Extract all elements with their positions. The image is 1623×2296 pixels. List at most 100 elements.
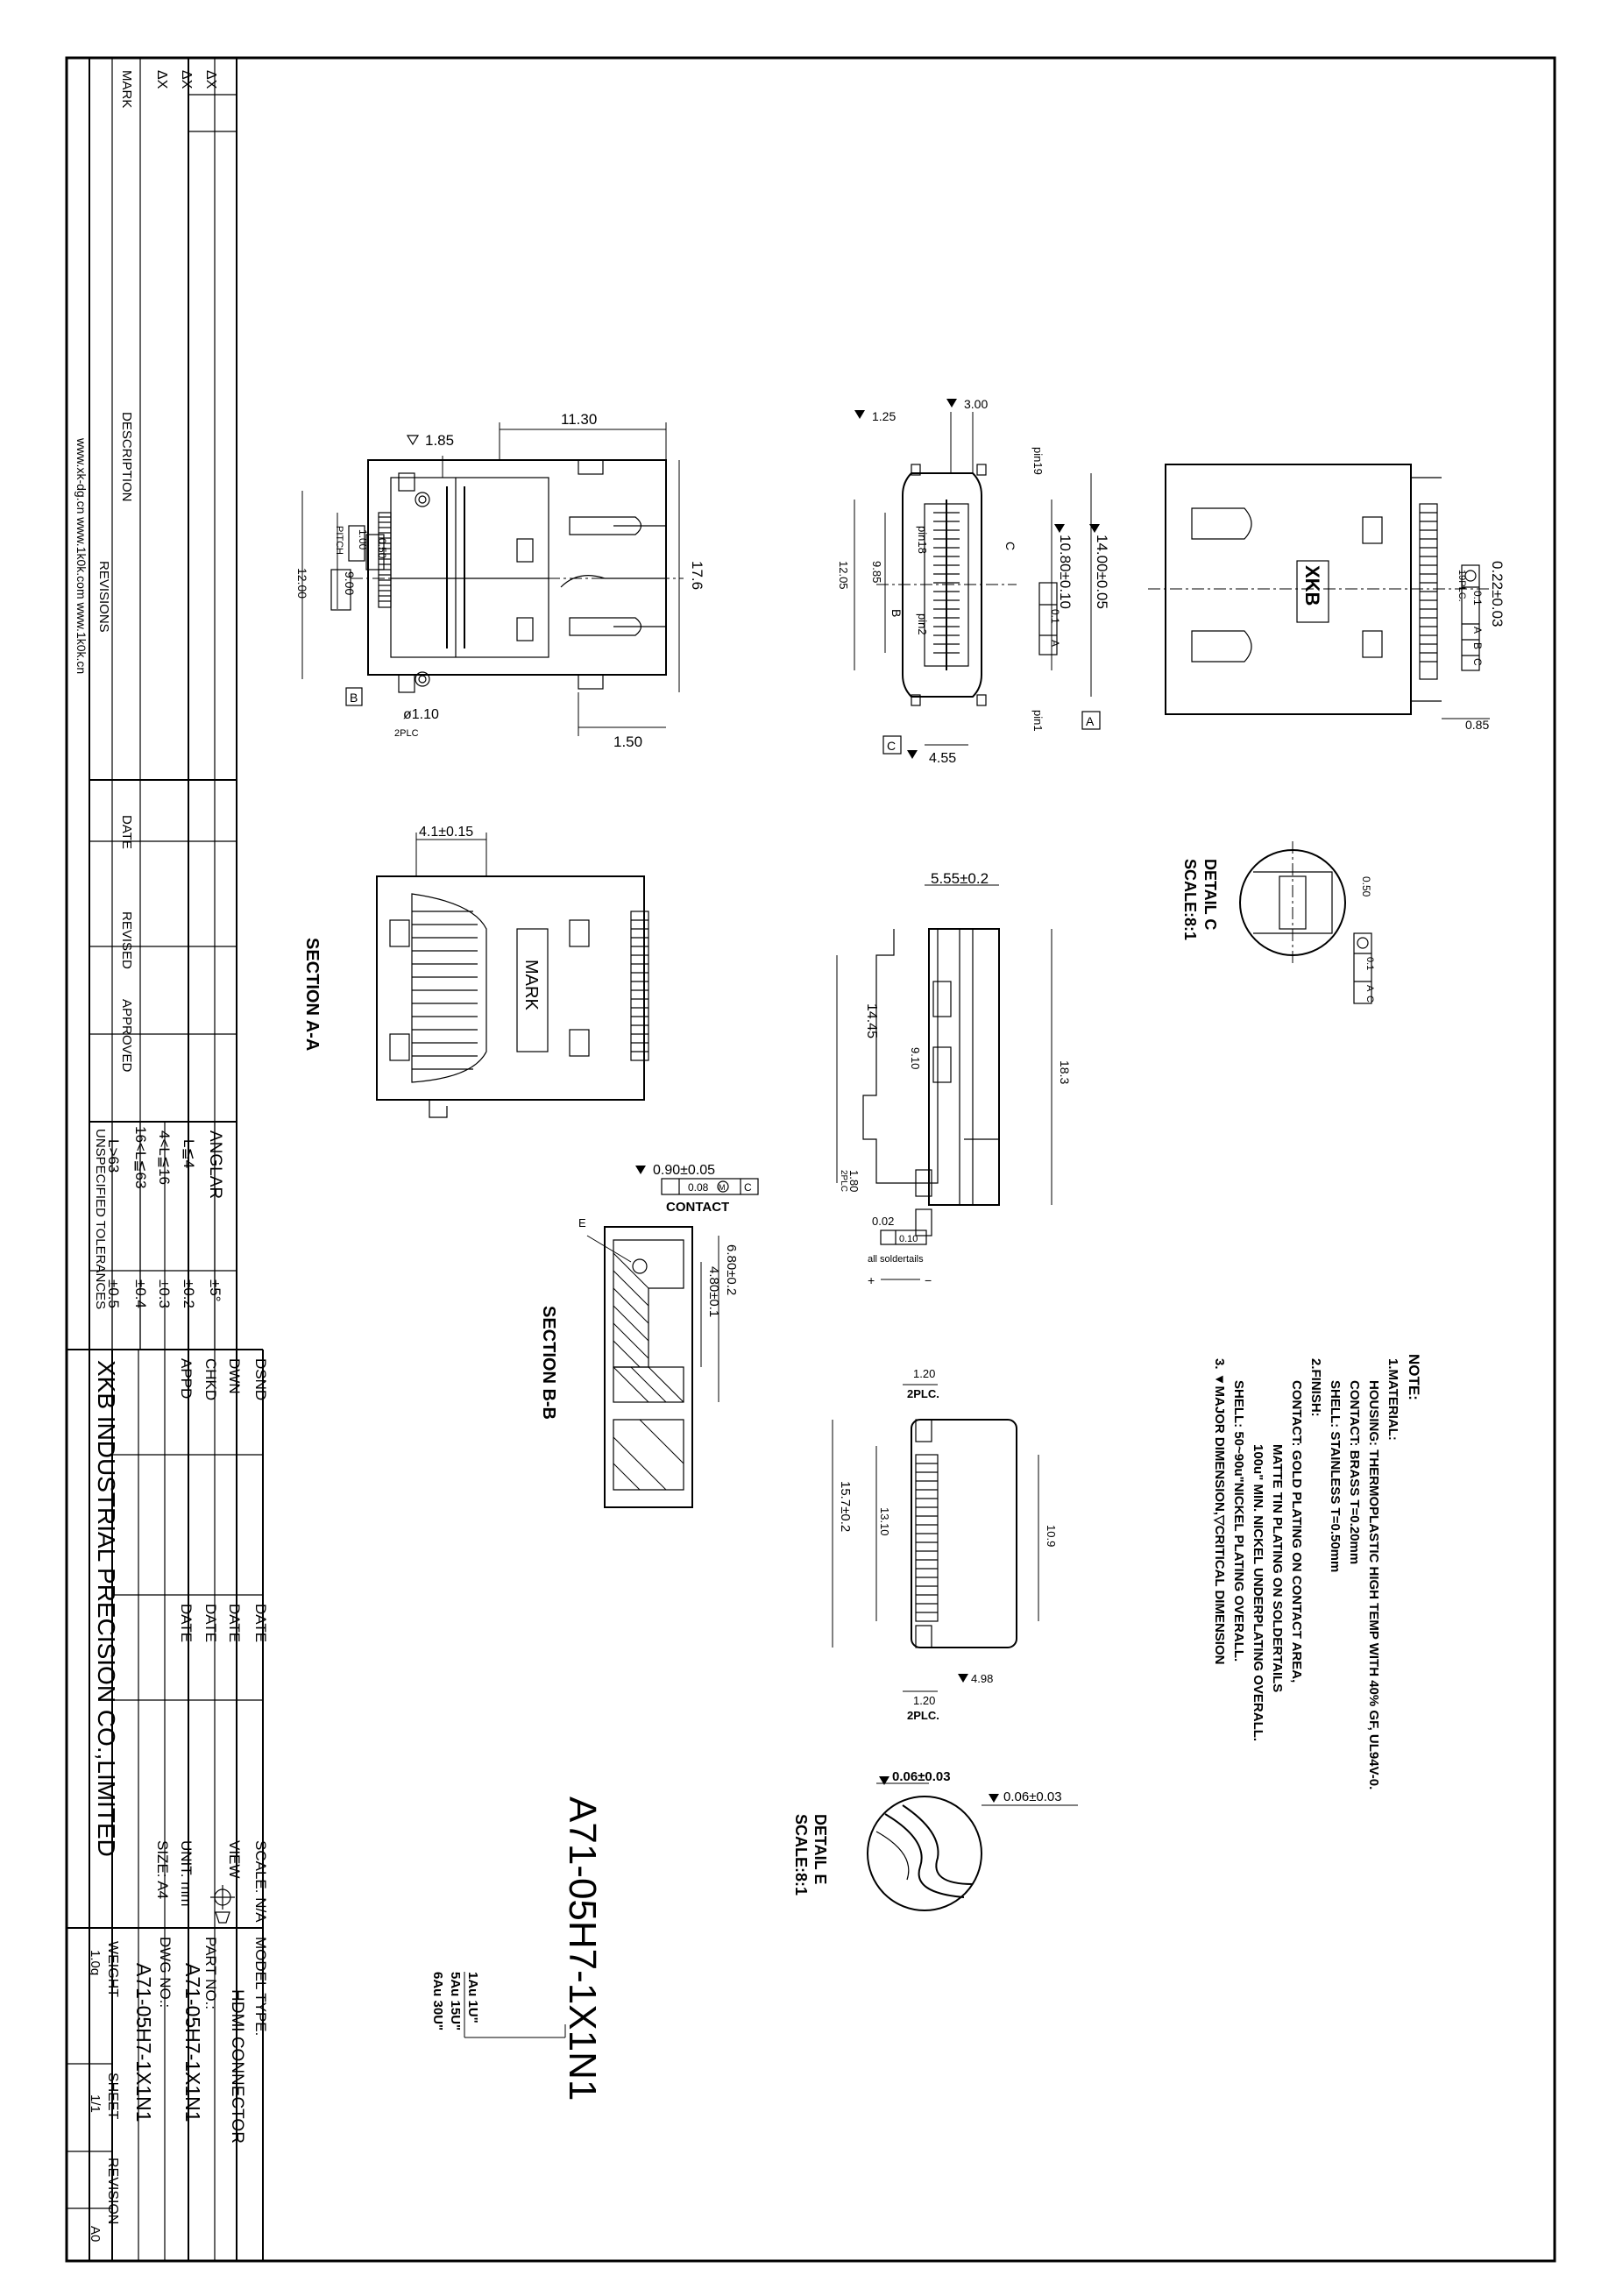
revision-value: A0 — [88, 2226, 103, 2242]
website-list: www.xk-dg.cn www.1k0k.com www.1k0k.cn — [74, 437, 89, 674]
gdt-right-datum-c: C — [1471, 658, 1484, 666]
rev-col-mark: MARK — [119, 70, 134, 108]
title-block: ΔX ΔX ΔX MARK DESCRIPTION DATE REVISED A… — [67, 58, 269, 2261]
plating-option-1: 1Au 1U" — [465, 1972, 480, 2023]
dim-0-06-b: 0.06±0.03 — [1003, 1789, 1062, 1804]
dim-3-00: 3.00 — [964, 397, 988, 411]
tolerance-value-4: ±0.5 — [105, 1279, 122, 1308]
dim-1-20-bottom: 1.20 — [913, 1694, 935, 1707]
dim-1-85: 1.85 — [425, 432, 454, 449]
dim-1-50: 1.50 — [613, 733, 642, 750]
top-view: 11.30 17.6 1.85 12.00 9.00 PITCH 1.00 0.… — [295, 411, 705, 750]
tolerance-value-2: ±0.3 — [156, 1279, 173, 1308]
detail-e: 0.06±0.03 0.06±0.03 DETAIL E SCALE:8:1 — [792, 1769, 1078, 1911]
sheet-value: 1/1 — [88, 2094, 103, 2113]
detail-c-title: DETAIL C — [1201, 859, 1219, 930]
bottom-view: 1.20 2PLC. 15.7±0.2 13.10 10.9 4.98 1.20… — [832, 1367, 1058, 1722]
model-type-value: HDMI CONNECTOR — [228, 1989, 246, 2144]
tolerance-range-3: 16<L≦63 — [132, 1126, 149, 1188]
gdt-bb-tolerance: 0.08 — [688, 1181, 709, 1194]
top-view-contacts — [378, 512, 392, 608]
gdt-bb-datum: C — [744, 1181, 752, 1194]
rev-mark-3: ΔX — [154, 70, 169, 89]
plus-sign: + — [868, 1273, 875, 1287]
datum-c-box: C — [887, 739, 896, 753]
dim-12-05: 12.05 — [837, 561, 850, 590]
note-line-4: SHELL: STAINLESS T=0.50mm — [1328, 1380, 1343, 1572]
gdt-c-tolerance: 0.1 — [1364, 957, 1375, 970]
tolerance-value-1: ±0.2 — [181, 1279, 197, 1308]
dim-4-98: 4.98 — [971, 1672, 993, 1685]
plating-option-3: 6Au 30U" — [430, 1972, 445, 2030]
sig-chkd: CHKD — [202, 1358, 219, 1400]
dim-0-22: 0.22±0.03 — [1489, 561, 1506, 627]
dim-14-45: 14.45 — [864, 1003, 879, 1038]
dim-2plc-top: 2PLC — [394, 728, 419, 739]
dim-5-55: 5.55±0.2 — [931, 870, 989, 887]
drawing-title: A71-05H7-1X1N1 — [561, 1796, 604, 2101]
rev-col-approved: APPROVED — [119, 999, 134, 1073]
front-view: 1.25 3.00 pin19 pin18 pin2 pin1 12.05 9.… — [837, 397, 1110, 766]
pin19-label: pin19 — [1031, 447, 1045, 475]
gdt-front-datum: A — [1049, 640, 1061, 647]
rev-col-date: DATE — [119, 815, 134, 849]
contact-label: CONTACT — [666, 1200, 729, 1215]
detail-c-scale: SCALE:8:1 — [1181, 859, 1199, 940]
dim-4-55: 4.55 — [929, 751, 956, 766]
section-bb-title: SECTION B-B — [539, 1306, 558, 1420]
dim-4-80: 4.80±0.1 — [706, 1266, 721, 1317]
dim-2plc-bottom-bottom: 2PLC. — [907, 1709, 939, 1722]
part-no-value: A71-05H7-1X1N1 — [181, 1963, 204, 2122]
dim-2plc-side: 2PLC — [839, 1170, 848, 1192]
mark-label: MARK — [521, 960, 541, 1010]
unit-label: UNIT: mm — [178, 1840, 195, 1907]
dim-1-20-top: 1.20 — [913, 1367, 935, 1380]
model-type-label: MODEL TYPE: — [252, 1937, 269, 2036]
revision-label: REVISION — [105, 2158, 120, 2224]
note-line-10: 3. ▼MAJOR DIMENSION,▽CRITICAL DIMENSION — [1212, 1358, 1227, 1664]
gdt-bb-modifier: M — [719, 1183, 726, 1192]
rev-col-revised: REVISED — [119, 911, 134, 969]
dim-2plc-bottom-top: 2PLC. — [907, 1387, 939, 1400]
sig-date-1: DATE — [252, 1604, 269, 1642]
note-line-3: CONTACT: BRASS T=0.20mm — [1347, 1380, 1362, 1564]
dim-15-7: 15.7±0.2 — [838, 1481, 853, 1532]
dim-0-10: 0.10 — [899, 1234, 918, 1244]
minus-sign: − — [925, 1273, 932, 1287]
note-line-5: 2.FINISH: — [1308, 1358, 1323, 1417]
right-view-contacts — [1420, 512, 1437, 663]
dim-14-00: 14.00±0.05 — [1094, 535, 1110, 609]
dim-17-6: 17.6 — [689, 561, 705, 590]
sig-date-4: DATE — [178, 1604, 195, 1642]
note-line-9: SHELL: 50~90u"NICKEL PLATING OVERALL. — [1231, 1380, 1246, 1662]
notes: NOTE: 1.MATERIAL: HOUSING: THERMOPLASTIC… — [1212, 1354, 1422, 1789]
note-line-8: 100u" MIN. NICKEL UNDERPLATING OVERALL. — [1251, 1444, 1265, 1741]
tolerance-value-0: ±5° — [207, 1279, 223, 1302]
dim-6-80: 6.80±0.2 — [724, 1244, 739, 1295]
view-label: VIEW — [226, 1840, 243, 1878]
rev-mark-1: ΔX — [203, 70, 218, 89]
gdt-right-datum-a: A — [1471, 627, 1484, 634]
company-name: XKB INDUSTRIAL PRECISION CO.,LIMITED — [93, 1360, 120, 1857]
datum-b-top: B — [350, 691, 358, 705]
dim-0-50-detail: 0.50 — [1360, 876, 1372, 897]
revisions-heading: REVISIONS — [96, 561, 111, 633]
gdt-right-tolerance: 0.1 — [1471, 591, 1484, 606]
plating-option-2: 5Au 15U" — [448, 1972, 463, 2030]
dwg-no-label: DWG NO.: — [157, 1937, 174, 2008]
dim-0-50: 0.50 — [376, 538, 388, 559]
projection-symbol-icon — [210, 1885, 235, 1924]
xkb-logo: XKB — [1301, 565, 1323, 606]
dim-10-9: 10.9 — [1045, 1525, 1058, 1547]
section-bb: E 0.90±0.05 0.08 M C CONTACT 6.80±0.2 4.… — [539, 1163, 759, 1508]
dim-dia-1-10: ø1.10 — [403, 707, 439, 722]
drawing-frame — [65, 56, 1556, 2263]
gdt-frame-detail-c: 0.1 A C — [1353, 932, 1375, 1004]
weight-value: 1.0g — [88, 1950, 103, 1975]
dim-1-00: 1.00 — [357, 529, 369, 550]
dim-11-30: 11.30 — [561, 411, 597, 428]
sig-appd: APPD — [178, 1358, 195, 1399]
detail-c: DETAIL C SCALE:8:1 0.50 0.1 A C — [1181, 841, 1375, 1004]
gdt-right-datum-b: B — [1471, 642, 1484, 649]
